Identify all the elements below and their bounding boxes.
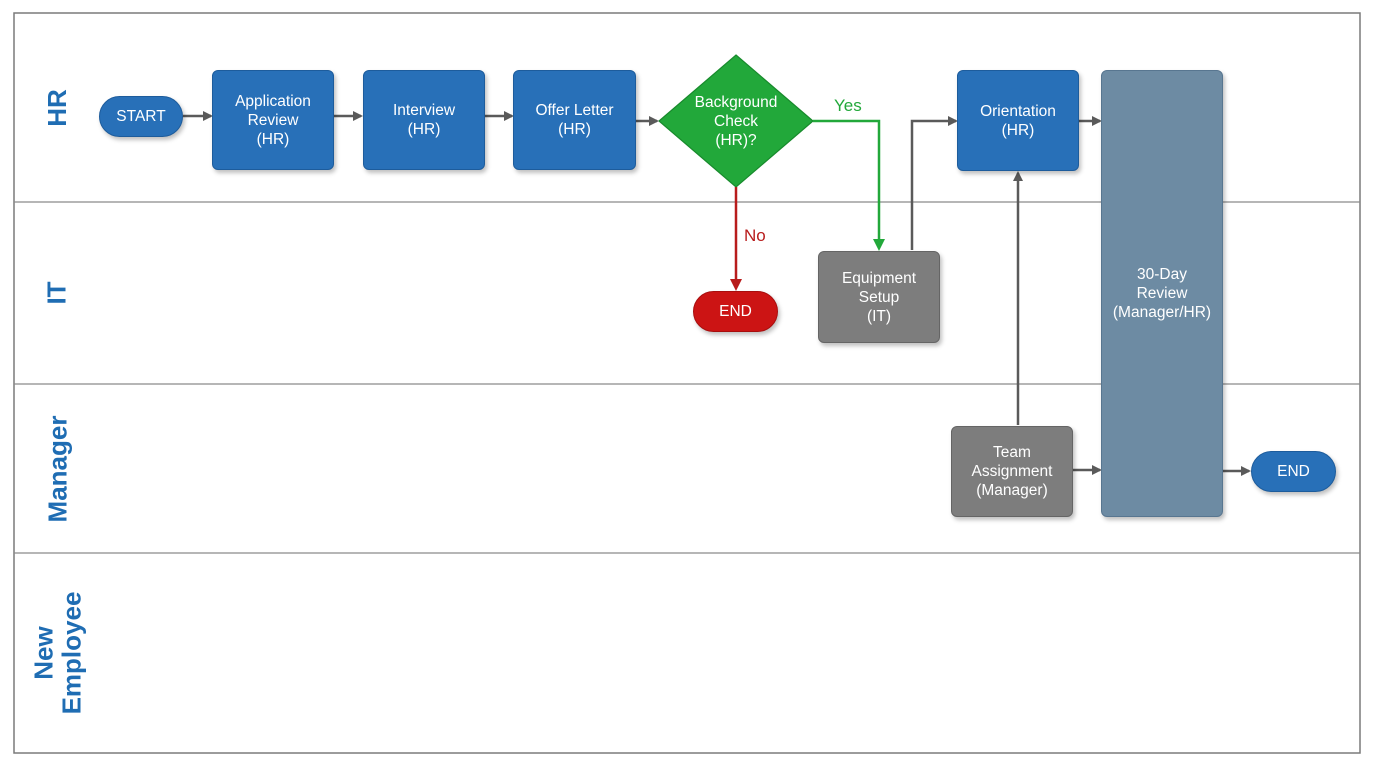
team-assignment-node: Team Assignment (Manager) xyxy=(951,426,1073,517)
end-final-node: END xyxy=(1251,451,1336,492)
lane-label-new-employee: New Employee xyxy=(28,591,87,715)
review-30-day-node: 30-Day Review (Manager/HR) xyxy=(1101,70,1223,517)
lane-label-it: IT xyxy=(41,281,72,305)
lane-label-hr: HR xyxy=(42,88,72,127)
diagram-frame xyxy=(13,12,1361,754)
yes-label: Yes xyxy=(834,96,862,115)
orientation-node: Orientation (HR) xyxy=(957,70,1079,171)
end-rejected-node: END xyxy=(693,291,778,332)
offer-letter-node: Offer Letter (HR) xyxy=(513,70,636,170)
application-review-node: Application Review (HR) xyxy=(212,70,334,170)
connector-equipment-orientation xyxy=(910,116,958,250)
equipment-setup-node: Equipment Setup (IT) xyxy=(818,251,940,343)
lane-label-manager: Manager xyxy=(42,415,73,522)
start-node: START xyxy=(99,96,183,137)
no-label: No xyxy=(744,226,766,245)
background-check-label: Background Check (HR)? xyxy=(694,93,778,149)
interview-node: Interview (HR) xyxy=(363,70,485,170)
yes-arrow xyxy=(813,119,885,251)
